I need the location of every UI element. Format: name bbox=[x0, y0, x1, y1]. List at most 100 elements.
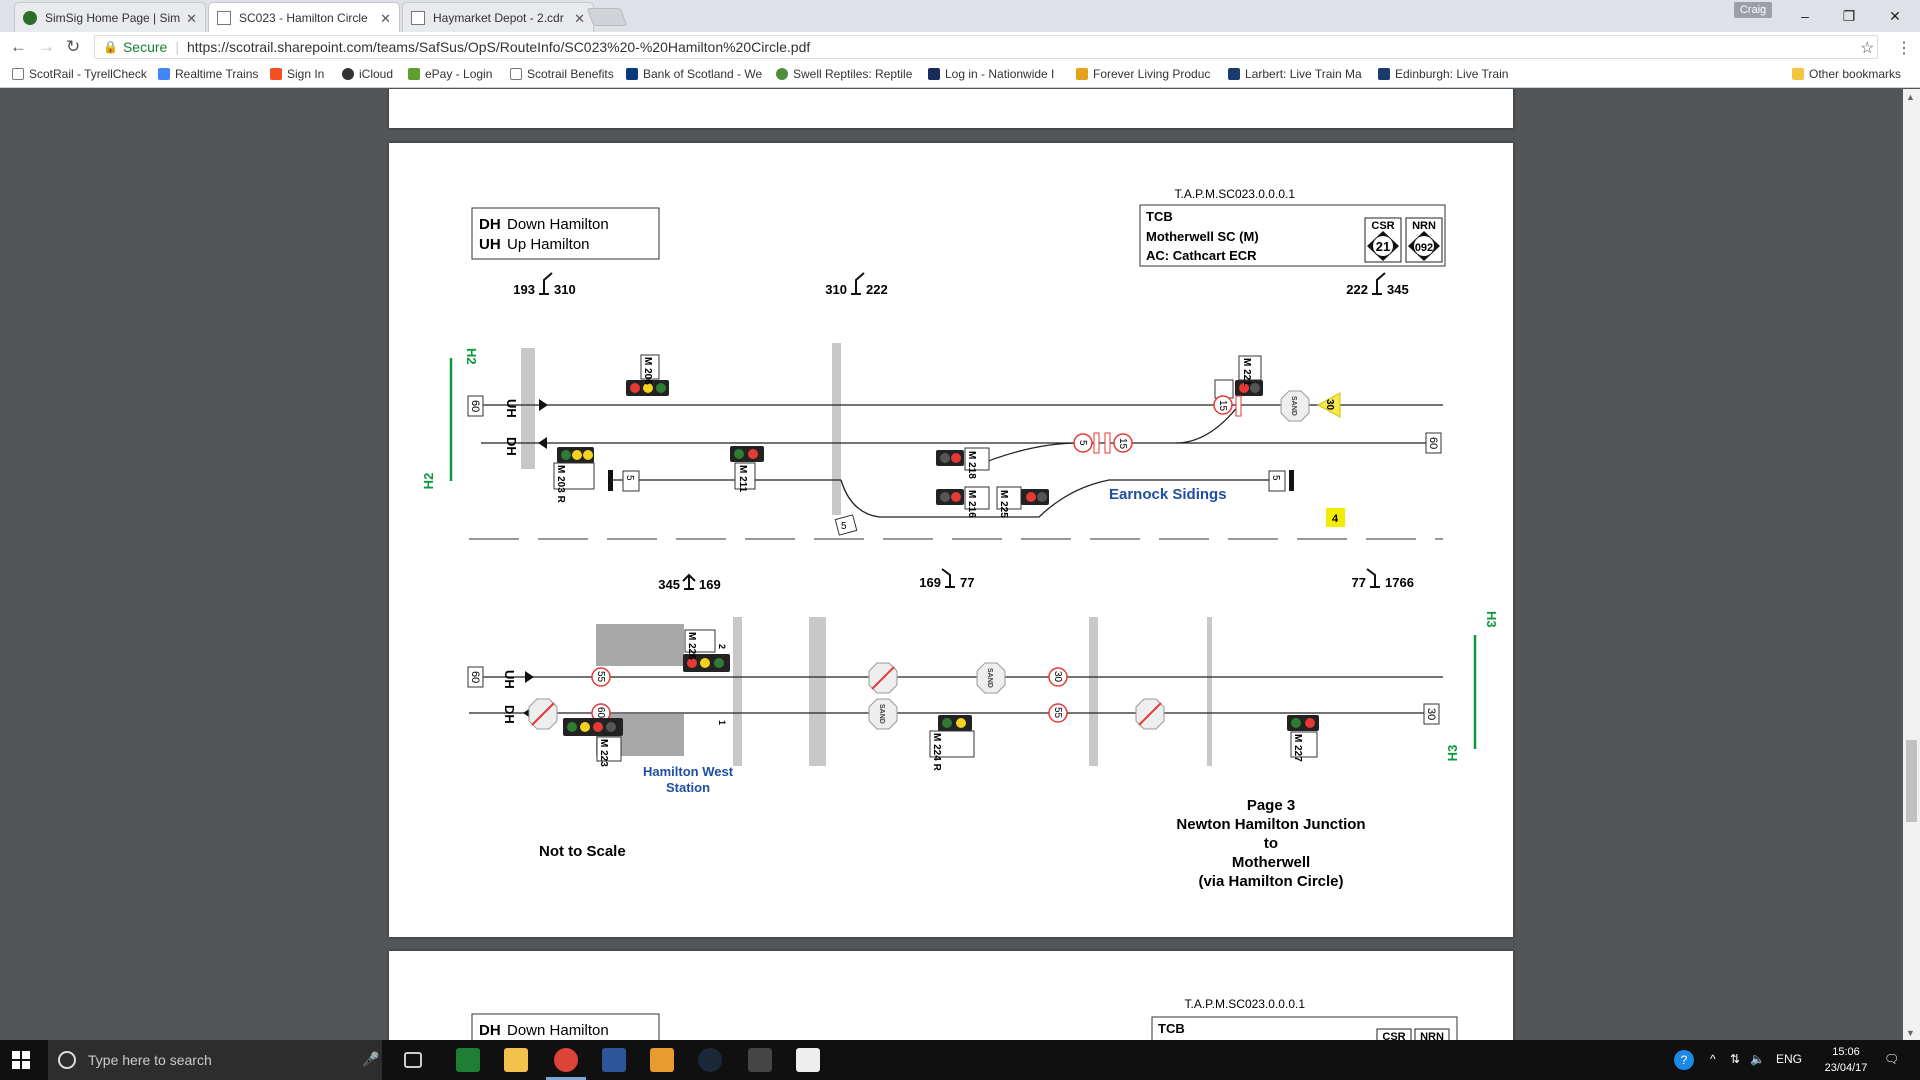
speed-value: 55 bbox=[595, 671, 606, 683]
scroll-up-arrow-icon[interactable]: ▲ bbox=[1906, 92, 1915, 102]
close-window-button[interactable]: ✕ bbox=[1889, 8, 1901, 24]
bookmark-item[interactable]: ScotRail - TyrellCheck bbox=[12, 67, 147, 81]
scrollbar-thumb[interactable] bbox=[1906, 740, 1917, 822]
tab-strip: SimSig Home Page | Sim ✕ SC023 - Hamilto… bbox=[0, 0, 1920, 32]
tab-title: SC023 - Hamilton Circle bbox=[239, 10, 368, 25]
sand-label: SAND bbox=[878, 704, 885, 724]
speed-restriction-55a: 55 bbox=[591, 667, 611, 687]
block-joint bbox=[809, 617, 826, 766]
direction-arrow-icon bbox=[525, 671, 534, 683]
bookmark-item[interactable]: Forever Living Produc bbox=[1076, 67, 1210, 81]
bookmark-label: Bank of Scotland - We bbox=[643, 67, 763, 81]
next-page-preview: T.A.P.M.SC023.0.0.0.1 DH Down Hamilton T… bbox=[471, 997, 1458, 1040]
page-number: Page 3 bbox=[1247, 797, 1295, 814]
station-suffix: Station bbox=[666, 780, 710, 795]
sand-marker-icon: SAND bbox=[976, 662, 1006, 694]
close-tab-icon[interactable]: ✕ bbox=[380, 11, 391, 26]
bookmark-item[interactable]: Larbert: Live Train Ma bbox=[1228, 67, 1362, 81]
info-tcb: TCB bbox=[1146, 209, 1173, 224]
back-arrow-icon[interactable]: ← bbox=[10, 37, 27, 56]
block-joint bbox=[832, 343, 841, 515]
signal-label: M 218 bbox=[966, 451, 977, 479]
epay-icon bbox=[408, 68, 420, 80]
earnock-siding-line bbox=[840, 479, 1269, 518]
scroll-down-arrow-icon[interactable]: ▼ bbox=[1906, 1028, 1915, 1038]
signal-m206: M 206 bbox=[626, 354, 669, 396]
sand-marker-cancel-icon bbox=[868, 662, 898, 694]
network-icon[interactable]: ⇅ bbox=[1730, 1052, 1741, 1066]
mail-icon[interactable] bbox=[796, 1048, 820, 1072]
forward-arrow-icon[interactable]: → bbox=[38, 37, 55, 56]
system-clock[interactable]: 15:06 23/04/17 bbox=[1818, 1044, 1874, 1076]
mileage-right: 310 bbox=[554, 282, 576, 297]
close-tab-icon[interactable]: ✕ bbox=[186, 11, 197, 26]
bookmark-item[interactable]: Edinburgh: Live Train bbox=[1378, 67, 1508, 81]
task-view-icon[interactable] bbox=[404, 1052, 422, 1068]
bookmark-item[interactable]: iCloud bbox=[342, 67, 393, 81]
signal-m223: M 223 bbox=[563, 718, 623, 767]
pdf-viewer[interactable]: T.A.P.M.SC023.0.0.0.1 DH Down Hamilton U… bbox=[0, 89, 1920, 1040]
speaker-icon[interactable]: 🔈 bbox=[1750, 1052, 1765, 1066]
calculator-icon[interactable] bbox=[748, 1048, 772, 1072]
close-tab-icon[interactable]: ✕ bbox=[574, 11, 585, 26]
simsig-taskbar-icon[interactable] bbox=[456, 1048, 480, 1072]
tab-title: Haymarket Depot - 2.cdr bbox=[433, 10, 564, 25]
bookmark-item[interactable]: Scotrail Benefits bbox=[510, 67, 614, 81]
bookmark-item[interactable]: Bank of Scotland - We bbox=[626, 67, 762, 81]
bookmark-label: Larbert: Live Train Ma bbox=[1245, 67, 1362, 81]
active-app-indicator bbox=[546, 1077, 586, 1080]
sand-marker-icon: SAND bbox=[1280, 390, 1310, 422]
reload-icon[interactable]: ↻ bbox=[66, 37, 81, 56]
speed-value: 30 bbox=[1052, 671, 1063, 683]
info-box: TCB Motherwell SC (M) AC: Cathcart ECR C… bbox=[1139, 204, 1446, 267]
mileage-left: 222 bbox=[1346, 282, 1368, 297]
restore-button[interactable]: ❐ bbox=[1842, 8, 1856, 24]
bookmark-item[interactable]: ePay - Login bbox=[408, 67, 492, 81]
train-icon bbox=[1378, 68, 1390, 80]
speed-board-marker bbox=[1104, 432, 1111, 454]
bookmark-item[interactable]: Sign In bbox=[270, 67, 324, 81]
bookmark-label: Edinburgh: Live Train bbox=[1395, 67, 1509, 81]
word-icon[interactable] bbox=[602, 1048, 626, 1072]
steam-icon[interactable] bbox=[698, 1048, 722, 1072]
url-text[interactable]: https://scotrail.sharepoint.com/teams/Sa… bbox=[186, 39, 811, 55]
user-profile-badge[interactable]: Craig bbox=[1734, 2, 1772, 18]
menu-icon[interactable]: ⋮ bbox=[1896, 40, 1912, 57]
microphone-icon[interactable]: 🎤 bbox=[362, 1051, 380, 1067]
not-to-scale: Not to Scale bbox=[539, 843, 626, 860]
mileage-left: 193 bbox=[513, 282, 535, 297]
minimize-button[interactable]: – bbox=[1801, 8, 1809, 24]
taskbar-search-box[interactable]: Type here to search bbox=[48, 1040, 382, 1080]
bookmark-star-icon[interactable]: ☆ bbox=[1860, 40, 1875, 57]
action-center-icon[interactable]: 🗨 bbox=[1884, 1052, 1900, 1066]
bookmark-item[interactable]: Realtime Trains bbox=[158, 67, 258, 81]
signal-m224: M 224 R bbox=[929, 715, 975, 772]
file-explorer-icon[interactable] bbox=[504, 1048, 528, 1072]
media-player-icon[interactable] bbox=[650, 1048, 674, 1072]
tab-sc023[interactable]: SC023 - Hamilton Circle ✕ bbox=[208, 2, 400, 32]
vertical-scrollbar[interactable] bbox=[1903, 89, 1920, 1040]
tab-haymarket[interactable]: Haymarket Depot - 2.cdr ✕ bbox=[402, 2, 594, 32]
marker-4-box bbox=[1326, 508, 1345, 527]
chevron-up-icon[interactable]: ^ bbox=[1710, 1052, 1716, 1066]
tab-simsig[interactable]: SimSig Home Page | Sim ✕ bbox=[14, 2, 206, 32]
other-bookmarks[interactable]: Other bookmarks bbox=[1792, 67, 1901, 81]
bookmark-item[interactable]: Log in - Nationwide I bbox=[928, 67, 1054, 81]
legend-dh-abbr: DH bbox=[479, 216, 501, 233]
language-indicator[interactable]: ENG bbox=[1776, 1052, 1803, 1066]
new-tab-button[interactable] bbox=[586, 8, 628, 26]
signal-label: M 225 bbox=[998, 490, 1009, 518]
secure-label: Secure bbox=[122, 39, 168, 55]
help-icon[interactable]: ? bbox=[1674, 1050, 1694, 1070]
bookmark-label: Other bookmarks bbox=[1809, 67, 1902, 81]
pdf-page-3: T.A.P.M.SC023.0.0.0.1 DH Down Hamilton U… bbox=[389, 143, 1513, 937]
signal-m225: M 225 bbox=[996, 486, 1049, 518]
bookmark-item[interactable]: Swell Reptiles: Reptile bbox=[776, 67, 912, 81]
info-ac: AC: Cathcart ECR bbox=[1146, 248, 1257, 263]
buffer-stop-icon bbox=[1289, 470, 1294, 491]
mileage-post-icon bbox=[1372, 272, 1386, 295]
signal-label: M 227 bbox=[1292, 734, 1303, 762]
windows-start-icon[interactable] bbox=[12, 1051, 30, 1069]
chrome-icon[interactable] bbox=[554, 1048, 578, 1072]
address-bar[interactable]: 🔒 Secure | https://scotrail.sharepoint.c… bbox=[94, 35, 1878, 59]
